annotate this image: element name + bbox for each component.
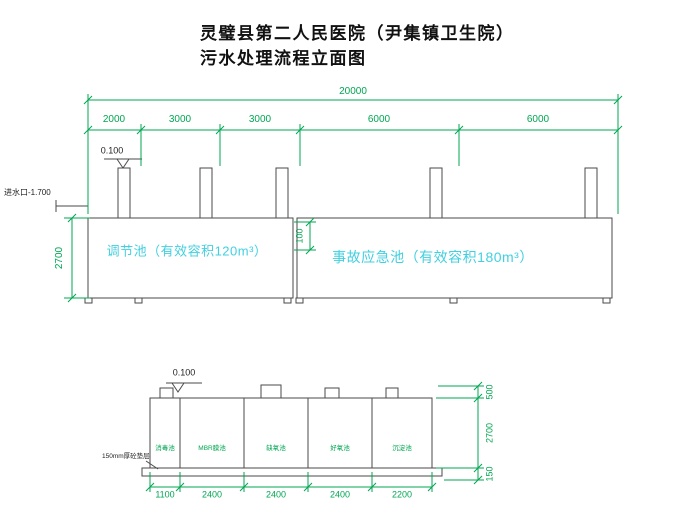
lower-dim-5: 2200 — [391, 489, 413, 500]
lower-dim-ticks — [145, 381, 483, 492]
upper-elevation-triangle-icon — [116, 158, 130, 169]
compartment-label-1: 消毒池 — [155, 444, 175, 452]
lower-dim-3: 2400 — [265, 489, 287, 500]
dim-segment-5: 6000 — [526, 114, 550, 125]
upper-dimension-lines — [64, 94, 623, 303]
dim-segment-1: 2000 — [102, 114, 126, 125]
drawing-title: 灵璧县第二人民医院（尹集镇卫生院）污水处理流程立面图 — [200, 24, 515, 69]
lower-dimension-lines — [145, 381, 484, 492]
lower-elevation-label: 0.100 — [172, 367, 196, 378]
lower-elevation-triangle-icon — [171, 382, 185, 393]
lower-dim-1: 1100 — [155, 489, 175, 500]
compartment-label-4: 好氧池 — [330, 444, 350, 452]
lower-dim-4: 2400 — [329, 489, 351, 500]
foundation-slab — [141, 467, 443, 477]
regulating-tank-label: 调节池（有效容积120m³） — [106, 243, 268, 259]
compartment-label-5: 沉淀池 — [392, 444, 412, 452]
lower-dim-2: 2400 — [201, 489, 223, 500]
lower-tank-structure — [141, 382, 443, 477]
inlet-label: 进水口-1.700 — [4, 188, 51, 197]
upper-dim-ticks — [67, 95, 623, 303]
upper-elevation-label: 0.100 — [100, 145, 124, 156]
dim-segment-4: 6000 — [367, 114, 391, 125]
emergency-tank-label: 事故应急池（有效容积180m³） — [332, 249, 534, 265]
dim-tank-gap: 100 — [294, 228, 305, 244]
dim-tank-height: 2700 — [54, 246, 65, 270]
right-dim-foundation: 150 — [484, 466, 495, 482]
right-dim-stub: 500 — [484, 384, 495, 400]
note-leader-line — [145, 460, 159, 470]
dim-segment-2: 3000 — [168, 114, 192, 125]
dim-segment-3: 3000 — [248, 114, 272, 125]
upper-vent-columns — [117, 167, 598, 219]
inlet-pipe — [55, 200, 88, 212]
compartment-label-3: 缺氧池 — [266, 444, 286, 452]
dim-total-length: 20000 — [339, 86, 367, 97]
lower-roof-stubs — [159, 384, 399, 399]
right-dim-depth: 2700 — [484, 422, 495, 444]
compartment-label-2: MBR膜池 — [198, 444, 226, 452]
upper-tank-structure — [55, 158, 613, 304]
foundation-note: 150mm厚砼垫层 — [102, 452, 150, 460]
